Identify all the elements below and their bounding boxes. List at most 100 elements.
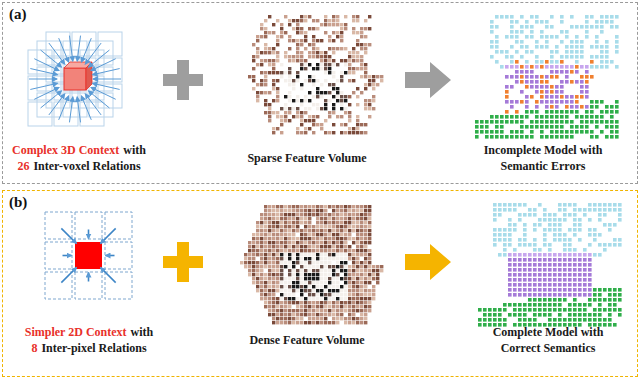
illustration-part [565, 80, 569, 84]
illustration-part [268, 59, 271, 62]
illustration-part [308, 261, 311, 264]
illustration-part [300, 59, 303, 62]
illustration-part [288, 67, 291, 70]
illustration-part [352, 273, 355, 276]
illustration-part [320, 277, 323, 280]
illustration-part [54, 102, 78, 126]
illustration-part [364, 71, 367, 74]
illustration-part [605, 40, 609, 44]
illustration-part [320, 51, 323, 54]
illustration-part [525, 20, 529, 24]
illustration-part [344, 233, 347, 236]
illustration-part [276, 115, 279, 118]
illustration-part [332, 205, 335, 208]
illustration-part [533, 243, 537, 247]
illustration-part [348, 249, 351, 252]
illustration-part [296, 261, 299, 264]
illustration-part [328, 289, 331, 292]
illustration-part [336, 217, 339, 220]
illustration-part [495, 115, 499, 119]
illustration-part [555, 120, 559, 124]
illustration-part [558, 253, 562, 257]
illustration-part [336, 209, 339, 212]
illustration-part [368, 237, 371, 240]
illustration-part [615, 15, 619, 19]
illustration-part [364, 221, 367, 224]
illustration-part [575, 95, 579, 99]
illustration-part [360, 241, 363, 244]
illustration-part [300, 213, 303, 216]
illustration-part [324, 249, 327, 252]
illustration-part [600, 130, 604, 134]
illustration-part [276, 261, 279, 264]
illustration-part [578, 218, 582, 222]
illustration-part [332, 95, 335, 98]
illustration-part [600, 20, 604, 24]
illustration-part [316, 79, 319, 82]
illustration-part [344, 269, 347, 272]
illustration-part [575, 25, 579, 29]
illustration-part [332, 19, 335, 22]
illustration-part [356, 67, 359, 70]
illustration-part [280, 257, 283, 260]
illustration-part [280, 261, 283, 264]
illustration-part [555, 50, 559, 54]
illustration-part [495, 125, 499, 129]
illustration-part [324, 51, 327, 54]
illustration-part [352, 261, 355, 264]
illustration-part [560, 70, 564, 74]
illustration-part [332, 47, 335, 50]
illustration-part [312, 237, 315, 240]
illustration-part [545, 110, 549, 114]
illustration-part [344, 317, 347, 320]
illustration-part [296, 43, 299, 46]
illustration-part [332, 23, 335, 26]
illustration-part [540, 125, 544, 129]
illustration-part [336, 19, 339, 22]
illustration-part [360, 217, 363, 220]
illustration-part [336, 261, 339, 264]
illustration-part [308, 277, 311, 280]
illustration-part [332, 131, 335, 134]
illustration-part [608, 243, 612, 247]
illustration-part [344, 225, 347, 228]
illustration-part [503, 253, 507, 257]
illustration-part [312, 79, 315, 82]
illustration-part [538, 253, 542, 257]
illustration-part [364, 63, 367, 66]
illustration-part [575, 45, 579, 49]
illustration-part [344, 107, 347, 110]
illustration-part [595, 55, 599, 59]
illustration-part [292, 289, 295, 292]
illustration-part [344, 63, 347, 66]
illustration-part [288, 71, 291, 74]
illustration-part [272, 289, 275, 292]
illustration-part [316, 281, 319, 284]
illustration-part [280, 225, 283, 228]
illustration-part [288, 249, 291, 252]
illustration-part [260, 261, 263, 264]
illustration-part [328, 301, 331, 304]
illustration-part [360, 253, 363, 256]
illustration-part [280, 123, 283, 126]
illustration-part [264, 31, 267, 34]
illustration-part [376, 277, 379, 280]
illustration-part [280, 321, 283, 324]
illustration-part [260, 51, 263, 54]
illustration-part [260, 245, 263, 248]
illustration-part [304, 297, 307, 300]
illustration-part [515, 40, 519, 44]
illustration-part [580, 115, 584, 119]
illustration-part [260, 59, 263, 62]
illustration-part [360, 273, 363, 276]
illustration-part [535, 75, 539, 79]
illustration-part [553, 233, 557, 237]
illustration-part [308, 265, 311, 268]
illustration-part [495, 25, 499, 29]
illustration-part [324, 131, 327, 134]
illustration-part [348, 95, 351, 98]
illustration-part [515, 70, 519, 74]
illustration-part [336, 225, 339, 228]
illustration-part [268, 71, 271, 74]
illustration-part [515, 115, 519, 119]
